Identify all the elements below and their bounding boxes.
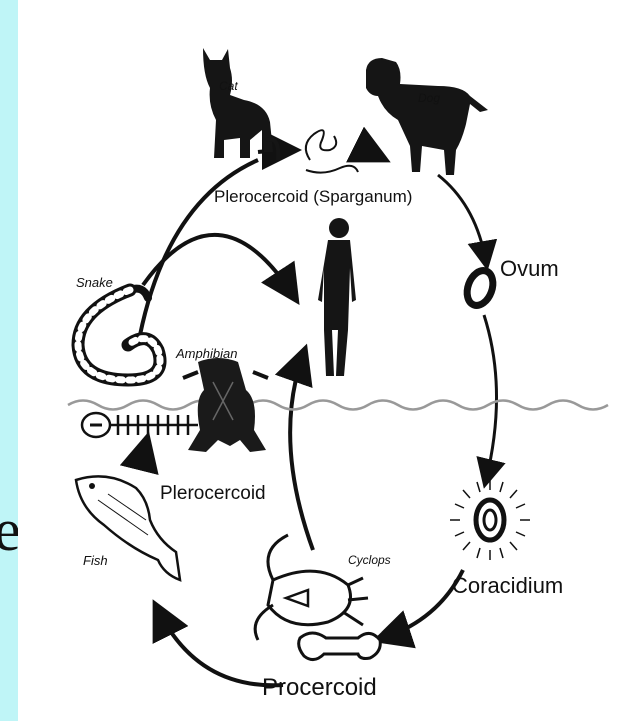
procercoid-larva-icon — [299, 633, 381, 660]
dog-icon — [366, 58, 488, 175]
label-dog: Dog — [418, 91, 440, 105]
arrow-cyclops-to-human — [290, 355, 313, 550]
arrow-fish-to-plerocercoid — [145, 443, 147, 470]
label-cat: Cat — [219, 79, 238, 93]
arrow-cat-to-sparganum — [258, 150, 290, 152]
label-plerocercoid: Plerocercoid — [160, 483, 266, 504]
label-ovum: Ovum — [500, 256, 559, 281]
label-plerocercoid-sparganum: Plerocercoid (Sparganum) — [214, 187, 412, 206]
human-icon — [318, 218, 356, 376]
label-procercoid: Procercoid — [262, 674, 377, 701]
ovum-icon — [463, 267, 498, 309]
life-cycle-diagram: Cat Dog Plerocercoid (Sparganum) Ovum Sn… — [18, 0, 623, 721]
cyclops-copepod-icon — [255, 535, 368, 640]
plerocercoid-larva-icon — [82, 413, 198, 437]
coracidium-icon — [450, 480, 530, 560]
arrow-dog-to-ovum — [438, 175, 486, 262]
label-cyclops: Cyclops — [348, 553, 391, 567]
label-coracidium: Coracidium — [452, 573, 563, 598]
label-fish: Fish — [83, 553, 108, 568]
sparganum-worm-icon — [306, 130, 358, 172]
water-surface-icon — [68, 401, 608, 410]
arrow-sparganum-to-dog — [356, 150, 380, 157]
label-amphibian: Amphibian — [175, 346, 237, 361]
arrow-coracidium-to-procercoid — [383, 570, 463, 638]
label-snake: Snake — [76, 275, 113, 290]
arrow-ovum-to-coracidium — [484, 315, 497, 480]
cat-icon — [203, 48, 278, 160]
arrow-snake-to-human — [143, 235, 293, 295]
amphibian-frog-icon — [183, 358, 268, 452]
